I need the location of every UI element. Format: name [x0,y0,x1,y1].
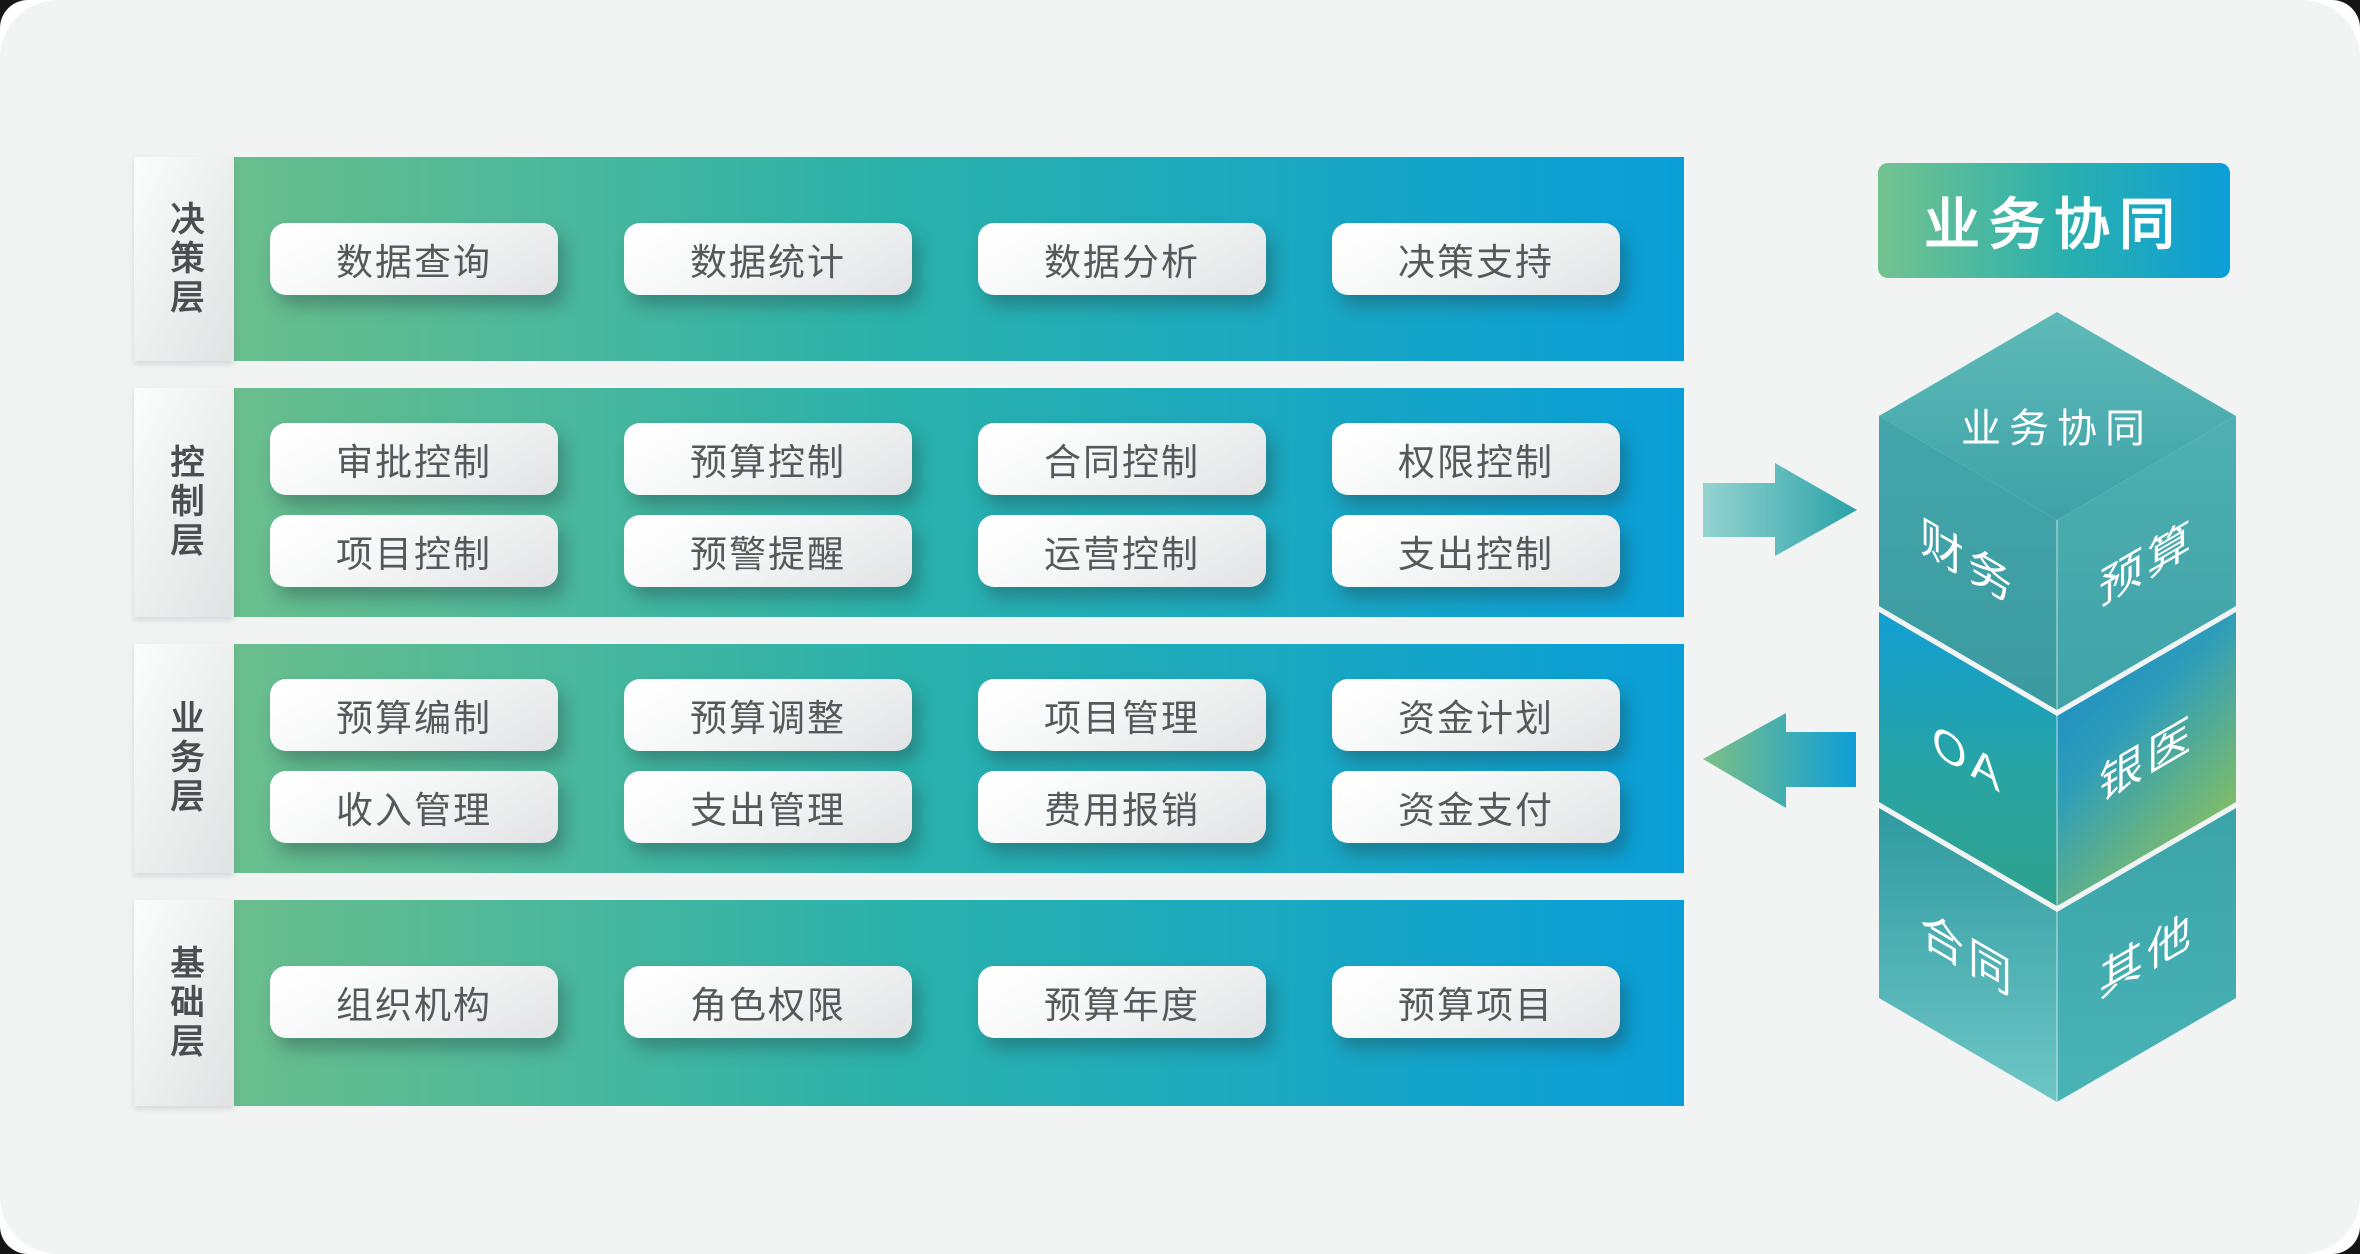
layer-1: 决策层 数据查询数据统计数据分析决策支持 [134,157,1684,361]
module-button: 预警提醒 [624,515,912,587]
layer-label-text: 基础层 [165,944,203,1062]
cube-top-label: 业务协同 [1961,407,2153,451]
collaboration-title: 业务协同 [1878,163,2230,278]
module-button: 数据查询 [270,223,558,295]
layer-4: 基础层 组织机构角色权限预算年度预算项目 [134,900,1684,1106]
cube-tier2-right-face [2057,612,2236,906]
module-button: 项目控制 [270,515,558,587]
layer-label-text: 控制层 [165,444,203,561]
cube-tier1-left-face [1879,416,2057,710]
module-button: 收入管理 [270,771,558,843]
layer-label-text: 决策层 [165,200,203,318]
module-button: 资金计划 [1332,679,1620,751]
module-button: 预算控制 [624,423,912,495]
cube-tier3-right-face [2057,808,2236,1102]
module-button: 角色权限 [624,966,912,1038]
module-button: 支出控制 [1332,515,1620,587]
layer-label: 业务层 [134,644,234,873]
module-button: 预算年度 [978,966,1266,1038]
module-button: 预算项目 [1332,966,1620,1038]
module-button: 资金支付 [1332,771,1620,843]
left-arrow-icon [1703,713,1856,808]
layer-label: 基础层 [134,900,234,1106]
module-button: 数据统计 [624,223,912,295]
module-button: 权限控制 [1332,423,1620,495]
module-button: 合同控制 [978,423,1266,495]
cube-tier1-right-face [2057,416,2236,710]
module-button: 支出管理 [624,771,912,843]
layer-2: 控制层 审批控制预算控制合同控制权限控制项目控制预警提醒运营控制支出控制 [134,388,1684,617]
module-button: 运营控制 [978,515,1266,587]
collaboration-cube: 业务协同 财务 预算 OA 银医 合同 其他 [1879,312,2236,1102]
layer-label: 控制层 [134,388,234,617]
module-button: 审批控制 [270,423,558,495]
module-button: 预算编制 [270,679,558,751]
module-button: 项目管理 [978,679,1266,751]
module-button: 预算调整 [624,679,912,751]
cube-top-face [1879,312,2236,520]
cube-tier3-left-face [1879,808,2057,1102]
module-button: 数据分析 [978,223,1266,295]
module-button: 费用报销 [978,771,1266,843]
layer-label: 决策层 [134,157,234,361]
layer-3: 业务层 预算编制预算调整项目管理资金计划收入管理支出管理费用报销资金支付 [134,644,1684,873]
right-arrow-icon [1703,463,1857,556]
module-button: 决策支持 [1332,223,1620,295]
module-button: 组织机构 [270,966,558,1038]
layer-label-text: 业务层 [165,700,203,817]
cube-tier2-left-face [1879,612,2057,906]
